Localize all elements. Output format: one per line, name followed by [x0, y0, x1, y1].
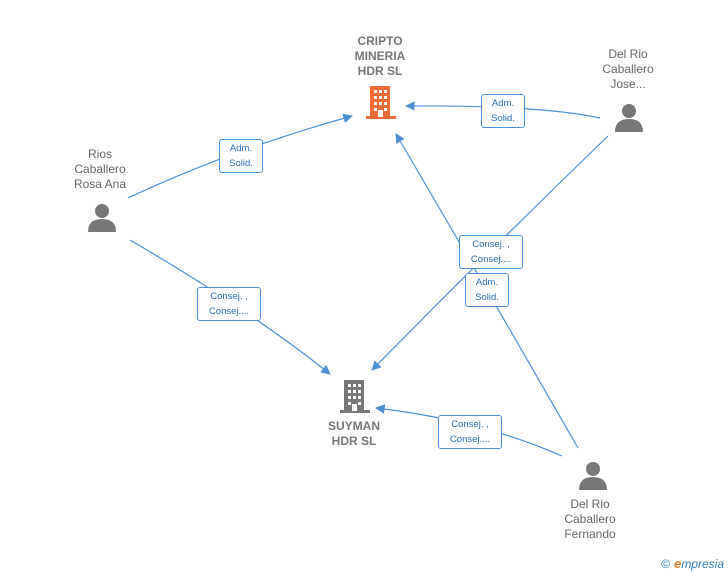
company-label-line: CRIPTO — [357, 34, 403, 48]
edge-label-jose-cripto[interactable]: Adm. Solid. — [481, 94, 525, 128]
company-label-line: SUYMAN — [327, 419, 380, 433]
copyright-icon: © — [661, 557, 671, 571]
person-label-line: Rosa Ana — [73, 177, 127, 191]
brand-initial: e — [674, 556, 682, 571]
company-label-line: HDR SL — [357, 64, 403, 78]
person-label-line: Rios — [87, 147, 112, 161]
edge-label-line: Consej. , — [210, 291, 248, 302]
person-label-line: Del Rio — [570, 497, 610, 511]
edge-label-line: Consej.... — [208, 306, 250, 317]
edge-label-line: Adm. — [491, 98, 515, 109]
person-label-line: Del Rio — [608, 47, 648, 61]
building-icon-suyman — [340, 380, 370, 413]
person-label-rios[interactable]: Rios Caballero Rosa Ana — [60, 147, 140, 192]
edge-label-line: Adm. — [229, 143, 253, 154]
edge-label-line: Solid. — [475, 292, 499, 303]
company-label-cripto[interactable]: CRIPTO MINERIA HDR SL — [340, 34, 420, 79]
person-label-jose[interactable]: Del Rio Caballero Jose... — [588, 47, 668, 92]
edge-lines — [127, 101, 609, 457]
person-label-line: Fernando — [564, 527, 616, 541]
brand-name: mpresia — [681, 557, 724, 571]
edge-label-line: Consej.... — [470, 254, 512, 265]
edge-label-line: Consej. , — [472, 239, 510, 250]
person-label-line: Caballero — [564, 512, 616, 526]
edge-label-line: Adm. — [475, 277, 499, 288]
company-label-line: MINERIA — [354, 49, 406, 63]
edge-label-jose-suyman[interactable]: Consej. , Consej.... — [459, 235, 523, 269]
edge-label-line: Solid. — [491, 113, 515, 124]
person-icon-fernando — [579, 462, 607, 490]
person-icon-rios — [88, 204, 116, 232]
edge-label-line: Consej.... — [449, 434, 491, 445]
building-icon-cripto — [366, 86, 396, 119]
person-label-fernando[interactable]: Del Rio Caballero Fernando — [550, 497, 630, 542]
edge-label-line: Consej. , — [451, 419, 489, 430]
person-label-line: Caballero — [602, 62, 654, 76]
edge-label-fernando-suyman[interactable]: Consej. , Consej.... — [438, 415, 502, 449]
person-label-line: Jose... — [610, 77, 646, 91]
edge-label-rios-cripto[interactable]: Adm. Solid. — [219, 139, 263, 173]
person-label-line: Caballero — [74, 162, 126, 176]
company-label-suyman[interactable]: SUYMAN HDR SL — [314, 419, 394, 449]
edge-label-line: Solid. — [229, 158, 253, 169]
edge-label-rios-suyman[interactable]: Consej. , Consej.... — [197, 287, 261, 321]
person-icon-jose — [615, 104, 643, 132]
edge-label-fernando-cripto[interactable]: Adm. Solid. — [465, 273, 509, 307]
company-label-line: HDR SL — [331, 434, 377, 448]
brand-footer[interactable]: ©empresia — [661, 556, 724, 571]
